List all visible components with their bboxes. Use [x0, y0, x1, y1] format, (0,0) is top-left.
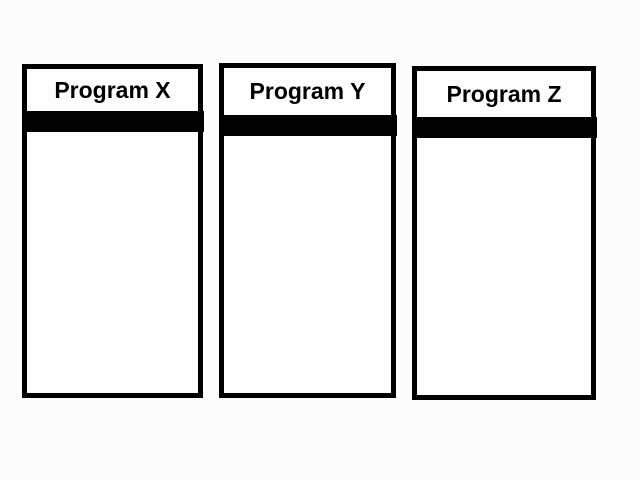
window-title-bar: Program Z — [417, 71, 591, 117]
program-window-z: Program Z — [412, 66, 597, 400]
window-title-bar: Program Y — [224, 68, 391, 115]
window-title-bar: Program X — [27, 69, 198, 111]
menu-bar-strip — [22, 111, 204, 132]
window-title: Program Z — [446, 80, 562, 107]
window-body — [417, 138, 591, 395]
window-title: Program X — [54, 76, 171, 103]
menu-bar-strip — [219, 115, 397, 136]
window-title: Program Y — [249, 78, 366, 104]
window-body — [224, 136, 391, 393]
program-window-y: Program Y — [219, 63, 397, 398]
menu-bar-strip — [412, 117, 597, 138]
program-window-x: Program X — [22, 64, 204, 398]
window-body — [27, 132, 198, 393]
